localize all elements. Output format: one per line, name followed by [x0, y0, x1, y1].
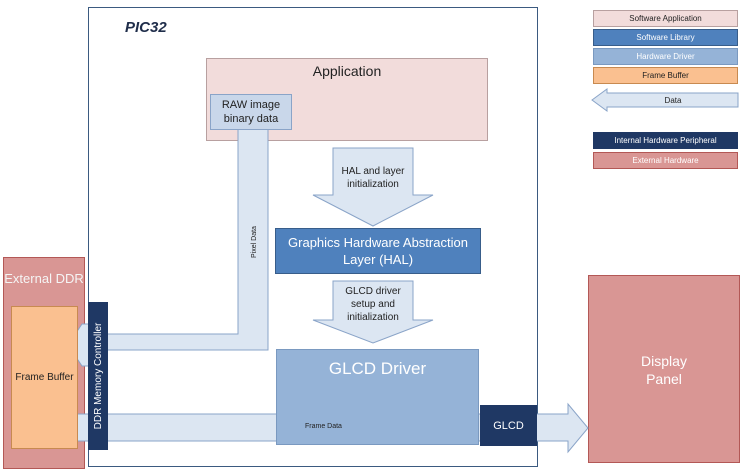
display-panel-label: Display Panel [641, 353, 687, 387]
legend-data-label: Data [664, 95, 682, 105]
legend-data-arrow [591, 88, 739, 112]
application-label: Application [312, 63, 382, 79]
external-ddr-label: External DDR [4, 271, 84, 286]
legend-software-application: Software Application [593, 10, 738, 27]
hal-block: Graphics Hardware Abstraction Layer (HAL… [275, 228, 481, 274]
legend-internal-hw: Internal Hardware Peripheral [593, 132, 738, 149]
glcd-setup-label: GLCD driver setup and initialization [345, 285, 401, 323]
glcd-block: GLCD [480, 405, 537, 446]
pixel-data-label: Pixel Data [250, 226, 258, 258]
pic32-boundary [88, 7, 538, 467]
legend-frame-buffer: Frame Buffer [593, 67, 738, 84]
display-panel [588, 275, 740, 463]
ddr-controller-block [88, 302, 108, 450]
hal-init-label: HAL and layer initialization [341, 166, 405, 190]
legend-software-library: Software Library [593, 29, 738, 46]
ddr-controller-label: DDR Memory Controller [92, 322, 104, 430]
legend-external-hw: External Hardware [593, 152, 738, 169]
frame-data-label: Frame Data [305, 423, 342, 430]
glcd-driver-block [276, 349, 479, 445]
legend-hardware-driver: Hardware Driver [593, 48, 738, 65]
glcd-setup-arrow [312, 280, 434, 344]
pic32-label: PIC32 [125, 19, 167, 36]
frame-buffer-block: Frame Buffer [11, 306, 78, 449]
glcd-driver-label: GLCD Driver [328, 359, 427, 378]
hal-init-arrow [312, 147, 434, 227]
raw-image-box: RAW image binary data [210, 94, 292, 130]
